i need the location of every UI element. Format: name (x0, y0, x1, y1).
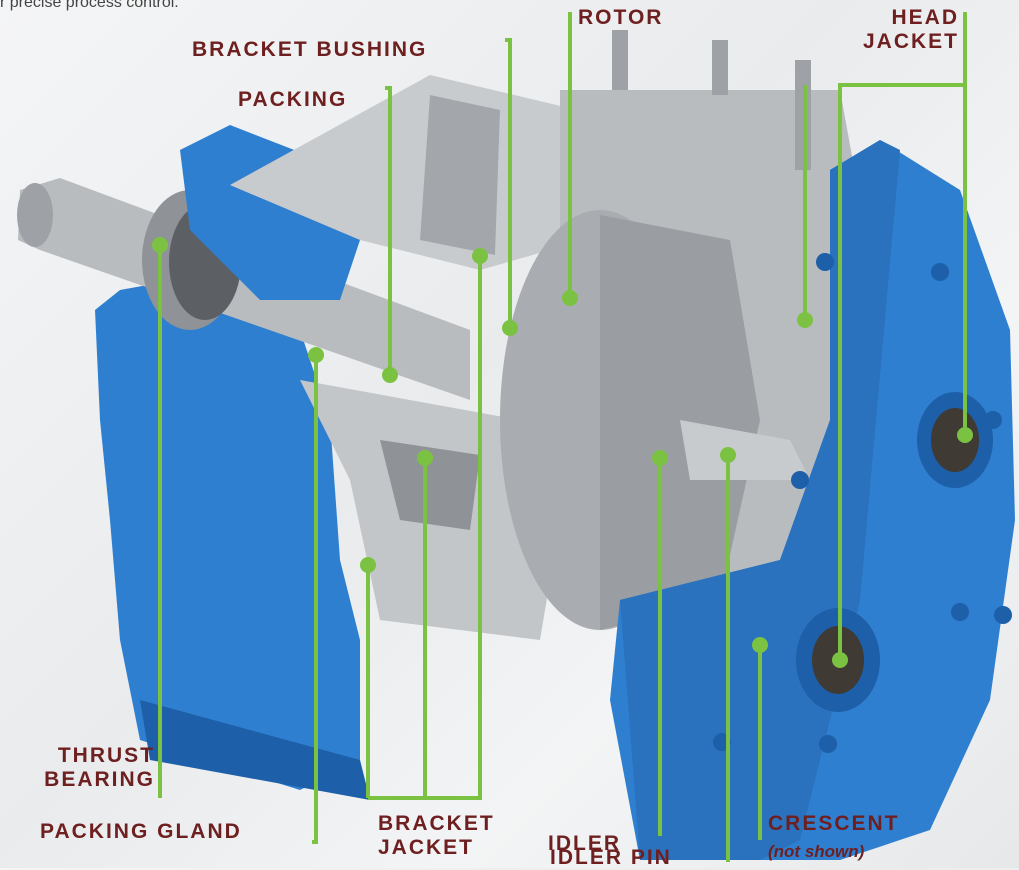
idler-pin-shape (680, 420, 810, 480)
label-head-jacket: HEAD JACKET (863, 6, 959, 54)
leader-dot (308, 347, 324, 363)
intro-text: r precise process control. (0, 0, 179, 11)
leader-dot (797, 312, 813, 328)
label-thrust-bearing-line2: BEARING (44, 768, 155, 791)
label-thrust-bearing-line1: THRUST (57, 744, 155, 767)
bracket-foot (140, 700, 370, 800)
label-bracket-jacket: BRACKET JACKET (378, 812, 495, 860)
label-crescent-note: (not shown) (768, 842, 865, 861)
label-packing: PACKING (238, 88, 348, 111)
leader-dot (957, 427, 973, 443)
leader-dot (752, 637, 768, 653)
label-crescent: CRESCENT (768, 812, 900, 835)
stud-1 (612, 30, 628, 90)
leader-dot (417, 450, 433, 466)
leader-dot (502, 320, 518, 336)
leader-dot (720, 447, 736, 463)
leader-packing-gland (312, 355, 318, 844)
leader-dot (360, 557, 376, 573)
leader-dot (382, 367, 398, 383)
leader-dot (832, 652, 848, 668)
leader-dot (472, 248, 488, 264)
shaft (18, 178, 470, 400)
leader-dot (562, 290, 578, 306)
leader-head-jacket-a (838, 12, 967, 660)
leader-bracket-bushing (505, 38, 512, 328)
label-bracket-jacket-line1: BRACKET (378, 812, 495, 835)
stud-2 (712, 40, 728, 95)
label-head-jacket-line2: JACKET (862, 30, 959, 53)
leader-dot (152, 237, 168, 253)
label-bracket-bushing: BRACKET BUSHING (192, 38, 428, 61)
label-packing-gland: PACKING GLAND (40, 820, 242, 843)
leader-dot (652, 450, 668, 466)
leader-bracket-jacket-2 (368, 256, 482, 800)
leader-lines (152, 12, 973, 862)
label-rotor: ROTOR (578, 6, 664, 29)
label-thrust-bearing: THRUST BEARING (10, 744, 155, 792)
label-idler: IDLER (548, 832, 621, 855)
label-idler-pin: IDLER PIN (550, 846, 672, 869)
label-bracket-jacket-line2: JACKET (378, 836, 475, 859)
shaft-end (17, 183, 53, 247)
leader-packing (385, 86, 392, 375)
label-head-jacket-line1: HEAD (891, 6, 959, 29)
